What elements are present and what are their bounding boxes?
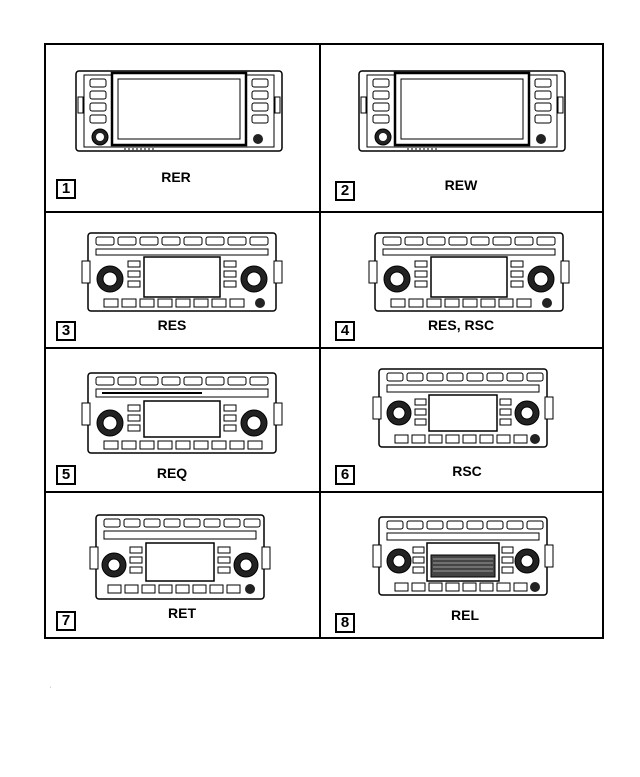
item-label: REQ [156,465,188,481]
item-number-box: 2 [335,181,355,201]
radio-illustration-req [81,372,283,454]
radio-illustration-rel [372,516,554,596]
item-label: RER [161,169,191,185]
radio-illustration-ret [89,514,271,600]
parts-diagram-grid: 1 RER 2 REW [44,43,604,639]
radio-illustration-rew [358,70,566,152]
radio-cell-1: 1 RER [46,45,319,211]
stray-mark: ' [50,687,52,693]
radio-cell-4: 4 RES, RSC [319,211,604,347]
radio-illustration-rer [75,70,283,152]
item-label: RES, RSC [427,317,495,333]
item-label: RET [168,605,196,621]
item-number-box: 5 [56,465,76,485]
radio-cell-5: 5 REQ [46,347,319,491]
item-number-box: 1 [56,179,76,199]
item-number-box: 7 [56,611,76,631]
radio-cell-7: 7 RET [46,491,319,639]
radio-cell-8: 8 REL [319,491,604,639]
radio-illustration-rsc [372,368,554,448]
radio-cell-3: 3 RES [46,211,319,347]
item-label: REL [451,607,479,623]
radio-illustration-res-rsc [368,232,570,312]
item-label: REW [444,177,478,193]
radio-illustration-res [81,232,283,312]
item-number-box: 4 [335,321,355,341]
item-label: RSC [452,463,482,479]
item-number-box: 6 [335,465,355,485]
item-number-box: 8 [335,613,355,633]
item-label: RES [157,317,187,333]
radio-cell-6: 6 RSC [319,347,604,491]
radio-cell-2: 2 REW [319,45,604,211]
item-number-box: 3 [56,321,76,341]
